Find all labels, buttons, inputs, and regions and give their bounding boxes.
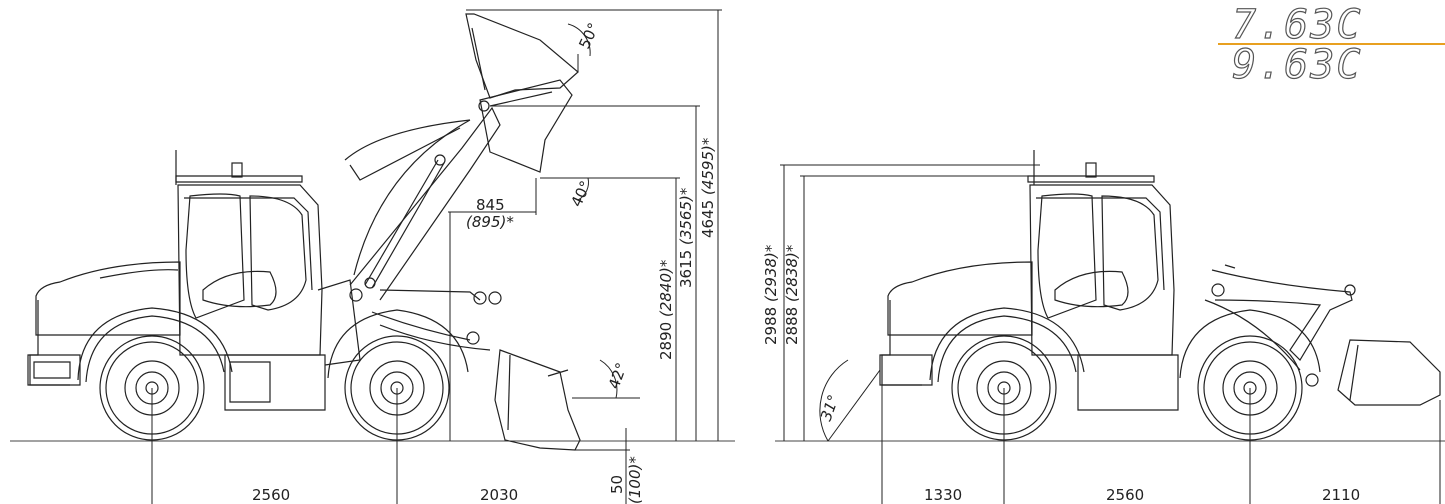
- model-badge: 7.63C 9.63C: [1218, 1, 1445, 89]
- left-dimensions: [151, 9, 722, 504]
- wheelbase-label-left: 2560: [252, 486, 290, 504]
- reach-label-alt: (895)*: [466, 213, 514, 231]
- angle-label-42: 42°: [605, 360, 631, 391]
- rear-overhang-label: 1330: [924, 486, 962, 504]
- angle-label-40: 40°: [567, 178, 595, 210]
- reach-label: 845: [476, 196, 505, 214]
- departure-angle-label: 31°: [817, 392, 843, 423]
- right-dimension-labels: 2988 (2938)* 2888 (2838)* 31° 1330 2560 …: [762, 244, 1360, 504]
- departure-angle-line: [827, 369, 881, 442]
- pivot-height-label: 3615 (3565)*: [677, 187, 695, 288]
- height-top-label: 2988 (2938)*: [762, 244, 780, 345]
- left-loader-drawing: [27, 13, 581, 451]
- dig-depth-label: 50: [608, 475, 626, 494]
- max-height-label: 4645 (4595)*: [699, 137, 717, 238]
- left-dimension-labels: 50° 40° 42° 845 (895)* 2890 (2840)* 3615…: [252, 20, 717, 504]
- angle-label-50: 50°: [575, 20, 603, 52]
- model-name-top: 7.63C: [1232, 2, 1362, 48]
- height-cab-label: 2888 (2838)*: [783, 244, 801, 345]
- front-overhang-label: 2030: [480, 486, 518, 504]
- wheelbase-label-right: 2560: [1106, 486, 1144, 504]
- dump-height-label: 2890 (2840)*: [657, 259, 675, 360]
- right-loader-drawing: [879, 150, 1441, 441]
- dig-depth-label-alt: (100)*: [626, 456, 644, 504]
- model-name-bottom: 9.63C: [1232, 42, 1362, 88]
- angle-arc-50: [567, 23, 591, 57]
- angle-arc-42: [599, 359, 618, 399]
- front-length-label: 2110: [1322, 486, 1360, 504]
- right-dimensions: [780, 164, 1441, 504]
